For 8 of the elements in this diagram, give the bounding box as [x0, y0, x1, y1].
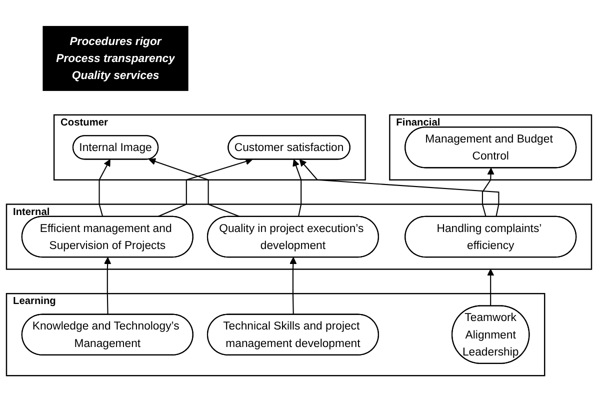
- arrow: [299, 159, 500, 217]
- arrow: [292, 159, 302, 217]
- arrow: [482, 168, 494, 217]
- arrow: [290, 257, 297, 315]
- arrow: [487, 268, 494, 306]
- node-box: Procedures rigor Process transparency Quality services: [42, 26, 188, 91]
- arrow: [98, 159, 110, 217]
- arrow: [104, 257, 112, 315]
